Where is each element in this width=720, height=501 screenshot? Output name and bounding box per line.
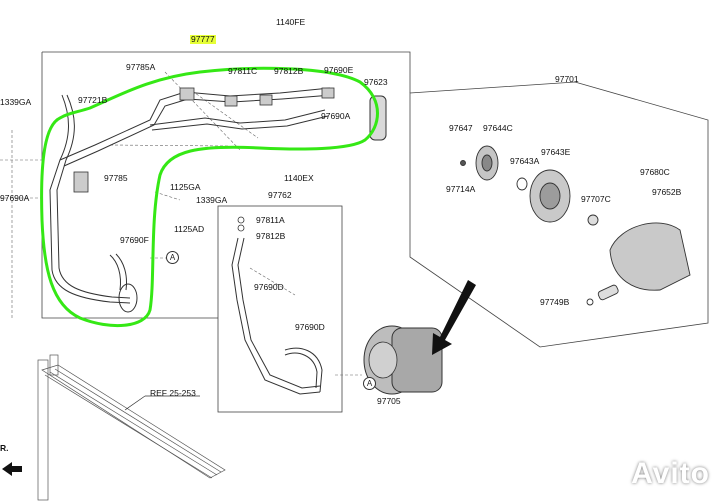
part-label: 97749B: [540, 297, 570, 307]
part-label: 97623: [364, 77, 388, 87]
part-label: 97652B: [652, 187, 682, 197]
callout-a: A: [363, 377, 376, 390]
part-label: 97690D: [254, 282, 284, 292]
sub-assembly-label: 97762: [268, 190, 292, 200]
part-label: 1339GA: [0, 97, 32, 107]
part-label: 97785: [104, 173, 128, 183]
part-label: 97647: [449, 123, 473, 133]
part-label: 97690A: [0, 193, 30, 203]
pointer-arrow: [432, 280, 476, 355]
part-label: 97690A: [321, 111, 351, 121]
callout-a: A: [166, 251, 179, 264]
part-label: 97714A: [446, 184, 476, 194]
part-label: 97721B: [78, 95, 108, 105]
highlight-outline: [40, 66, 379, 328]
reference-label: REF 25-253: [150, 388, 196, 398]
condenser-drawing: [37, 354, 226, 501]
part-label: 97690F: [120, 235, 149, 245]
compressor-main-label: 97701: [555, 74, 579, 84]
edge-text: R.: [0, 443, 9, 453]
assembly-frame: [42, 51, 411, 93]
assembly-frame-bottom: [41, 52, 218, 319]
part-label: 97812B: [274, 66, 304, 76]
part-label: 97690D: [295, 322, 325, 332]
part-label: 1125GA: [170, 182, 201, 192]
part-label: 97644C: [483, 123, 513, 133]
compressor-drawing: [363, 325, 443, 395]
part-label: 97785A: [126, 62, 156, 72]
part-label: 97643A: [510, 156, 540, 166]
part-label: 1339GA: [196, 195, 228, 205]
main-part-label: 97777: [190, 34, 216, 44]
part-label: 97707C: [581, 194, 611, 204]
part-label: 1125AD: [174, 224, 205, 234]
part-label: 97811C: [228, 66, 258, 76]
part-label: 97812B: [256, 231, 286, 241]
part-label: 97811A: [256, 215, 285, 225]
sub-assembly-frame: [217, 205, 343, 413]
compressor-frame: [409, 81, 709, 348]
watermark: Avito: [631, 457, 710, 490]
part-label: 97705: [377, 396, 401, 406]
part-label: 1140EX: [284, 173, 314, 183]
part-label: 97643E: [541, 147, 571, 157]
part-label: 97680C: [640, 167, 670, 177]
part-label: 1140FE: [276, 17, 306, 27]
part-label: 97690E: [324, 65, 354, 75]
direction-arrow-icon: [2, 462, 22, 476]
